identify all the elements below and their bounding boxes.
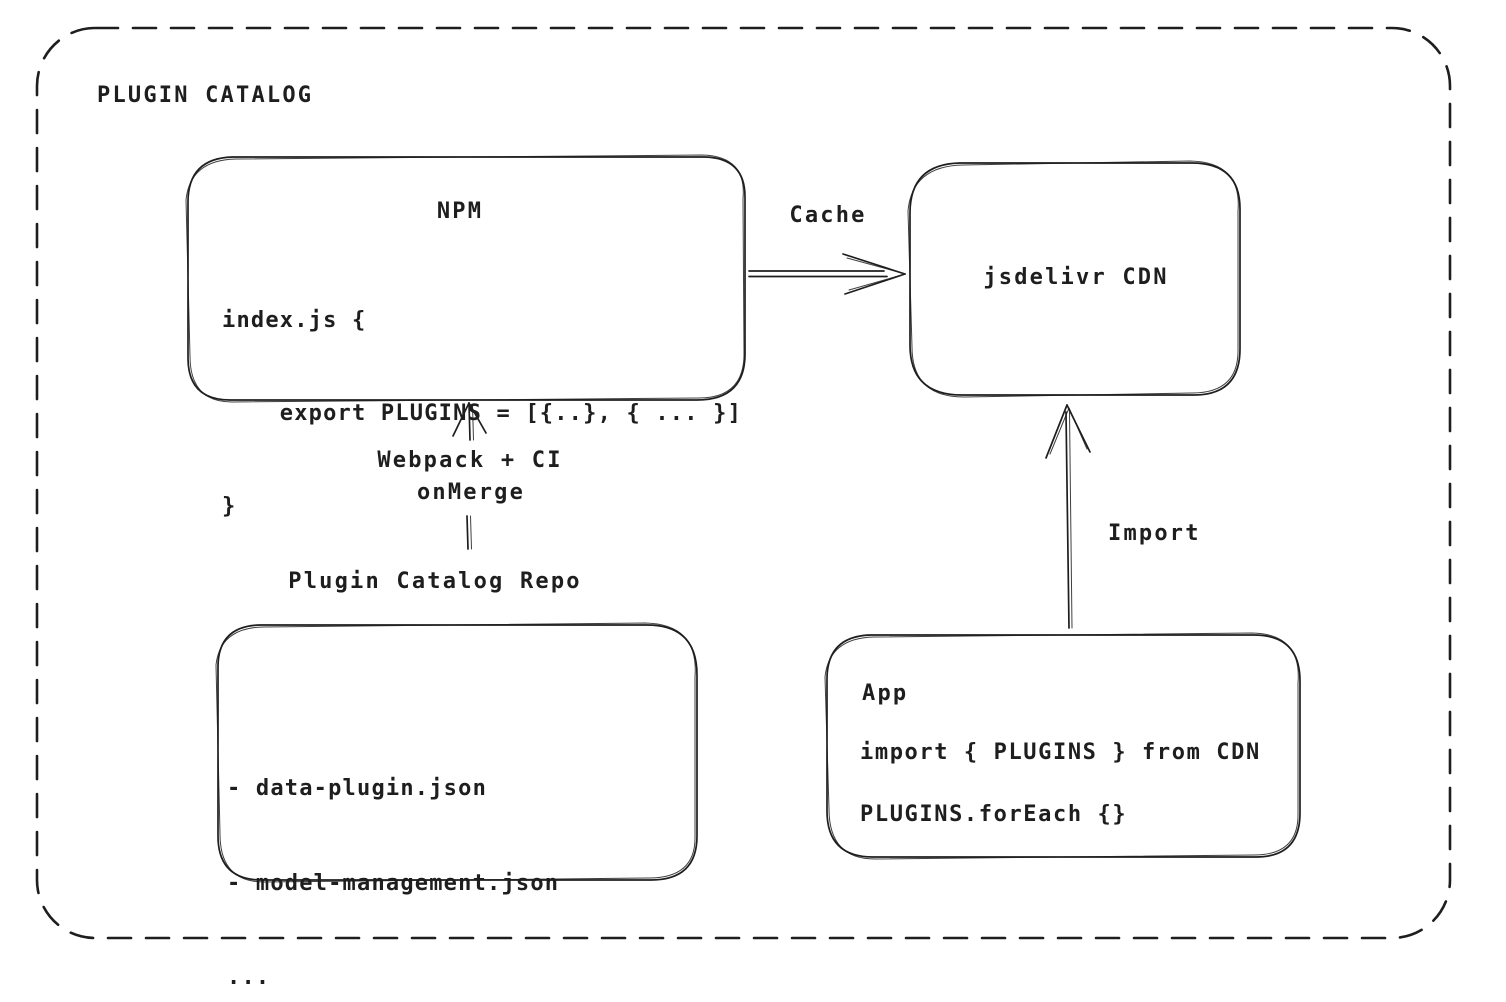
import-arrow-label: Import	[1108, 521, 1201, 546]
npm-code-line: export PLUGINS = [{..}, { ... }]	[222, 401, 743, 426]
repo-item-list: - data-plugin.json - model-management.js…	[227, 710, 559, 1002]
app-code-line: import { PLUGINS } from CDN	[860, 740, 1261, 765]
build-arrow	[452, 402, 487, 550]
npm-code-line: index.js {	[222, 308, 367, 333]
cache-arrow	[748, 253, 906, 295]
cache-arrow-label: Cache	[789, 203, 867, 228]
cdn-box-label: jsdelivr CDN	[983, 265, 1169, 290]
repo-box	[215, 622, 698, 883]
diagram-title: PLUGIN CATALOG	[97, 83, 314, 108]
app-code-line: PLUGINS.forEach {}	[860, 802, 1128, 827]
import-arrow	[1045, 404, 1091, 629]
cdn-box	[907, 160, 1241, 398]
repo-item: - model-management.json	[227, 870, 560, 896]
npm-code-block: index.js { export PLUGINS = [{..}, { ...…	[222, 243, 742, 584]
npm-code-line: }	[222, 494, 237, 519]
build-arrow-label-line1: Webpack + CI	[377, 448, 563, 473]
repo-box-label: Plugin Catalog Repo	[288, 569, 582, 594]
npm-box-title: NPM	[436, 199, 484, 224]
catalog-boundary	[35, 26, 1452, 940]
repo-item: ...	[227, 965, 271, 990]
app-box-title: App	[862, 681, 909, 706]
app-box	[824, 632, 1301, 860]
repo-item: - data-plugin.json	[227, 776, 488, 801]
npm-box	[185, 154, 746, 403]
build-arrow-label-line2: onMerge	[416, 480, 526, 505]
